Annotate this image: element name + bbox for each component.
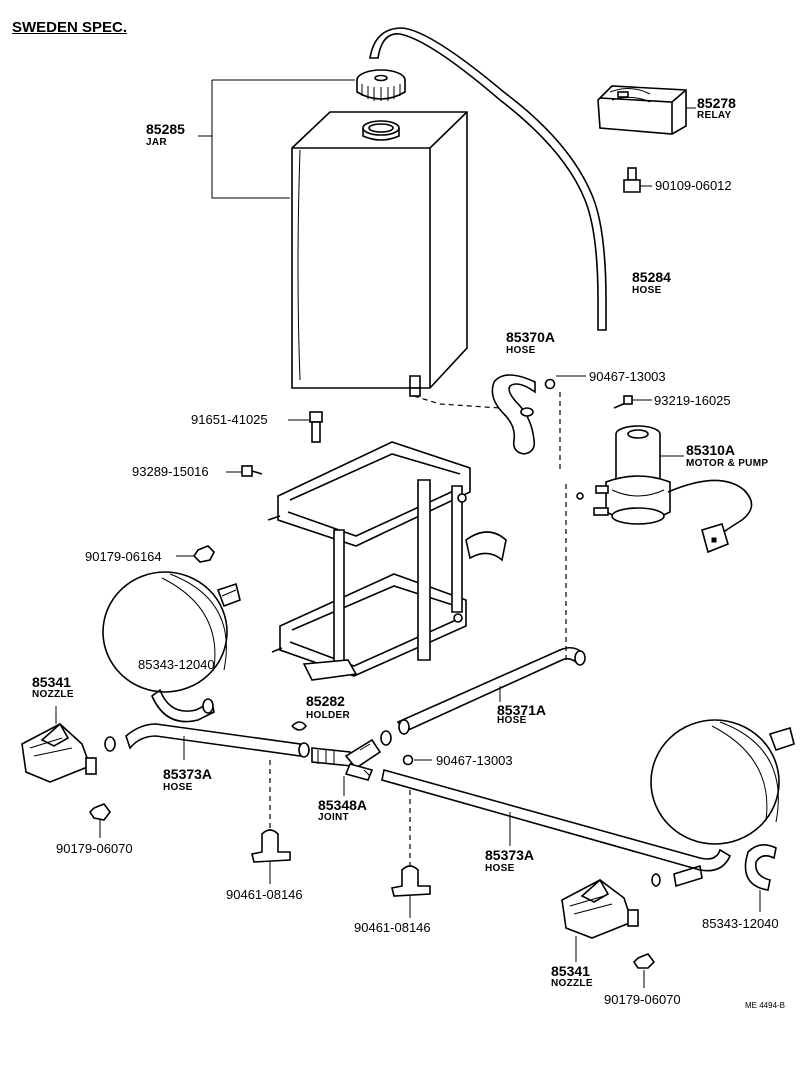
part-name-nozzle-left: NOZZLE: [32, 689, 74, 700]
clamp-right-drawing: [391, 865, 431, 918]
clip-nozzle-left-drawing: [104, 736, 116, 752]
nut-90179-06070-right-drawing: [632, 953, 656, 988]
bolt-90109-drawing: [623, 167, 652, 193]
part-number-clip-90467-lower: 90467-13003: [436, 753, 513, 768]
hose-85373a-right-drawing: [381, 768, 732, 872]
hose-85373a-left-drawing: [125, 723, 301, 757]
holder-bracket-drawing: [267, 441, 507, 681]
part-name-hose-85370a: HOSE: [506, 345, 536, 356]
part-name-hose-85371a: HOSE: [497, 715, 527, 726]
relay-drawing: [597, 85, 687, 135]
nut-90179-06164-drawing: [176, 545, 215, 563]
part-number-screw-93289: 93289-15016: [132, 464, 209, 479]
part-number-nut-90179-06164: 90179-06164: [85, 549, 162, 564]
part-number-hose-85370a: 85370A: [506, 329, 556, 345]
part-number-bolt-90109: 90109-06012: [655, 178, 732, 193]
part-number-clamp-right: 90461-08146: [354, 920, 431, 935]
headlamp-left-drawing: [102, 571, 241, 693]
part-number-jar: 85285: [146, 121, 185, 137]
part-number-nut-90179-06070-right: 90179-06070: [604, 992, 681, 1007]
clamp-left-drawing: [251, 829, 291, 884]
screw-93219-drawing: [613, 395, 652, 409]
part-number-nozzle-right: 85341: [551, 963, 590, 979]
motor-pump-drawing: [576, 425, 753, 554]
part-name-joint: JOINT: [318, 812, 349, 823]
diagram-title: SWEDEN SPEC.: [12, 19, 128, 36]
bolt-91651-drawing: [288, 411, 323, 443]
part-number-screw-93219: 93219-16025: [654, 393, 731, 408]
part-name-relay: RELAY: [697, 110, 732, 121]
part-number-hose-85343-right: 85343-12040: [702, 916, 779, 931]
part-number-hose-85373a-left: 85373A: [163, 766, 213, 782]
jar-cap-drawing: [356, 69, 406, 101]
part-name-nozzle-right: NOZZLE: [551, 978, 593, 989]
part-number-clamp-left: 90461-08146: [226, 887, 303, 902]
part-number-relay: 85278: [697, 95, 736, 111]
part-number-nut-90179-06070-left: 90179-06070: [56, 841, 133, 856]
part-number-hose-85371a: 85371A: [497, 702, 547, 718]
part-number-holder: 85282: [306, 693, 345, 709]
part-number-bolt-91651: 91651-41025: [191, 412, 268, 427]
part-number-hose-85343-left: 85343-12040: [138, 657, 215, 672]
part-name-hose-85373a-right: HOSE: [485, 863, 515, 874]
part-number-clip-90467-upper: 90467-13003: [589, 369, 666, 384]
part-name-hose-85373a-left: HOSE: [163, 782, 193, 793]
washer-jar-drawing: [291, 111, 468, 397]
part-name-hose-85284: HOSE: [632, 285, 662, 296]
hose-85370a-drawing: [491, 374, 536, 455]
part-number-hose-85284: 85284: [632, 269, 671, 285]
part-number-nozzle-left: 85341: [32, 674, 71, 690]
clip-on-hose-drawing: [520, 407, 534, 417]
nut-90179-06070-left-drawing: [88, 803, 111, 838]
reference-code: ME 4494-B: [745, 1001, 786, 1010]
clip-90467-upper-drawing: [544, 378, 556, 390]
part-name-motor-pump: MOTOR & PUMP: [686, 458, 769, 469]
part-number-motor-pump: 85310A: [686, 442, 736, 458]
part-name-jar: JAR: [146, 137, 167, 148]
nozzle-left-drawing: [21, 722, 97, 783]
screw-93289-drawing: [226, 465, 263, 477]
clip-90467-lower-drawing: [402, 754, 414, 766]
hose-85343-right-drawing: [744, 844, 777, 891]
headlamp-right-drawing: [650, 719, 795, 845]
hose-85343-left-drawing: [151, 688, 215, 723]
hose-85284-drawing: [369, 27, 607, 331]
part-name-holder: HOLDER: [306, 710, 351, 721]
clip-hose-left-drawing: [291, 721, 308, 731]
part-number-hose-85373a-right: 85373A: [485, 847, 535, 863]
nozzle-right-drawing: [561, 878, 639, 939]
joint-drawing: [311, 738, 382, 781]
part-number-joint: 85348A: [318, 797, 368, 813]
